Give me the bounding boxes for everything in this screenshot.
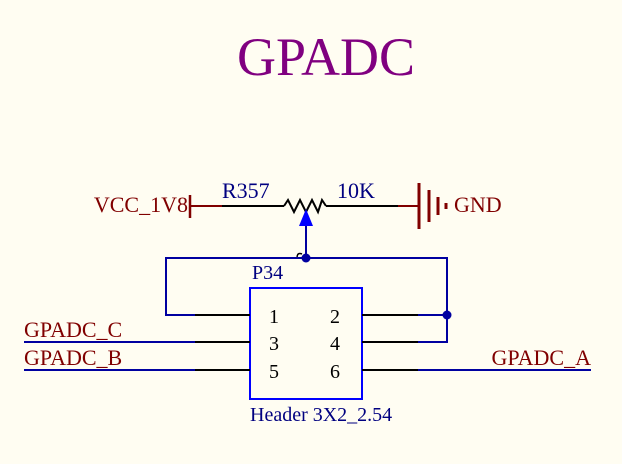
header-pin-5-number: 5	[269, 361, 279, 383]
potentiometer-icon	[283, 197, 327, 215]
header-footprint: Header 3X2_2.54	[250, 404, 392, 426]
potentiometer-designator: R357	[222, 178, 270, 203]
junction-dot-icon	[301, 253, 311, 263]
gnd-net-label: GND	[454, 192, 502, 217]
loop-wire-left	[165, 257, 306, 316]
ground-icon	[417, 183, 448, 229]
header-pin-4-number: 4	[330, 333, 340, 355]
gpadc-c-net-label: GPADC_C	[24, 317, 122, 342]
header-designator: P34	[252, 262, 283, 284]
header-body	[249, 287, 363, 400]
gpadc-b-net-label: GPADC_B	[24, 345, 122, 370]
wiper-arrow-icon	[299, 209, 313, 226]
gpadc-a-net-label: GPADC_A	[492, 345, 592, 370]
header-pin-6-number: 6	[330, 361, 340, 383]
potentiometer-value: 10K	[337, 178, 375, 203]
header-pin-1-number: 1	[269, 306, 279, 328]
schematic-title: GPADC	[237, 27, 415, 87]
header-pin-3-number: 3	[269, 333, 279, 355]
pin-4-tie-wire	[418, 315, 448, 343]
vcc-net-label: VCC_1V8	[94, 192, 188, 217]
header-pin-2-number: 2	[330, 306, 340, 328]
loop-wire-right	[306, 257, 448, 315]
